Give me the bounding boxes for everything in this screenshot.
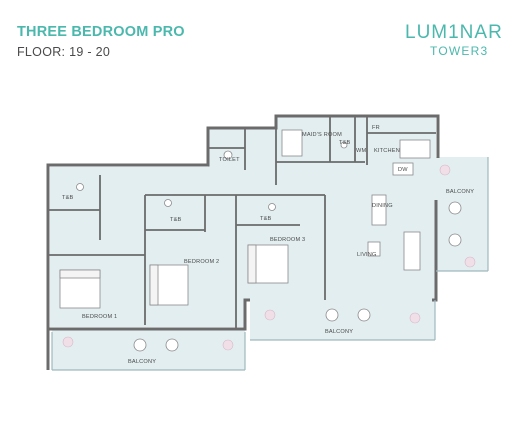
label-toilet: TOILET	[219, 157, 240, 163]
plan-title: THREE BEDROOM PRO	[17, 24, 185, 40]
label-kitchen: KITCHEN	[374, 148, 400, 154]
maid-bed-icon	[281, 129, 303, 157]
outer-wall-south-west	[48, 298, 250, 331]
label-fr: FR	[372, 125, 380, 131]
plant-1-icon	[62, 336, 74, 348]
plant-5-icon	[439, 164, 451, 176]
label-tb-maid: T&B	[339, 140, 351, 146]
kitchen-counter-icon	[399, 139, 431, 159]
bottom-balcony-chair-1-icon	[133, 338, 147, 352]
dining-table-icon	[371, 194, 387, 226]
plant-4-icon	[409, 312, 421, 324]
tb2-fixture-icon	[164, 199, 172, 207]
label-dw: DW	[398, 167, 408, 173]
plant-3-icon	[264, 309, 276, 321]
label-bedroom-3: BEDROOM 3	[270, 237, 305, 243]
label-tb-2: T&B	[170, 217, 182, 223]
right-balcony-floor	[436, 157, 488, 271]
maid-tb-fixture-icon	[340, 141, 348, 149]
tb1-fixture-icon	[76, 183, 84, 191]
outer-walls	[46, 114, 440, 370]
logo-sub: TOWER3	[430, 44, 489, 58]
glazing	[51, 157, 489, 371]
label-bedroom-2: BEDROOM 2	[184, 259, 219, 265]
logo-brand: LUM1NAR	[405, 22, 503, 43]
right-balcony-chair-2-icon	[448, 233, 462, 247]
label-balcony-right: BALCONY	[446, 189, 474, 195]
floor-label: FLOOR: 19 - 20	[17, 45, 111, 59]
plant-6-icon	[464, 256, 476, 268]
dishwasher-icon	[392, 162, 414, 176]
label-maids-room: MAID'S ROOM	[302, 132, 342, 138]
interior-walls	[48, 117, 436, 329]
toilet-block-floor	[208, 128, 276, 190]
tb3-fixture-icon	[268, 203, 276, 211]
outer-wall-top	[46, 114, 440, 370]
furniture	[59, 129, 462, 352]
plant-2-icon	[222, 339, 234, 351]
label-tb-1: T&B	[62, 195, 74, 201]
sofa-icon	[403, 231, 421, 271]
bed-1-pillows-icon	[59, 269, 101, 279]
label-balcony-bottom: BALCONY	[128, 359, 156, 365]
bottom-balcony-floor	[52, 330, 245, 370]
label-bedroom-1: BEDROOM 1	[82, 314, 117, 320]
label-living: LIVING	[357, 252, 377, 258]
mid-balcony-floor	[250, 300, 435, 340]
coffee-table-icon	[367, 241, 381, 257]
label-wm: WM	[356, 148, 366, 154]
label-tb-3: T&B	[260, 216, 272, 222]
luminar-logo: LUM1NAR TOWER3	[405, 22, 515, 58]
mid-balcony-chair-2-icon	[357, 308, 371, 322]
label-dining: DINING	[372, 203, 393, 209]
toilet-fixture-icon	[223, 150, 233, 160]
room-labels: MAID'S ROOM FR T&B WM KITCHEN DW TOILET …	[62, 125, 474, 365]
outer-wall-east	[432, 200, 438, 302]
bottom-balcony-chair-2-icon	[165, 338, 179, 352]
plants	[62, 164, 476, 351]
bed-2-pillows-icon	[149, 264, 159, 306]
mid-balcony-chair-1-icon	[325, 308, 339, 322]
bed-3-pillows-icon	[247, 244, 257, 284]
right-balcony-chair-1-icon	[448, 201, 462, 215]
label-balcony-middle: BALCONY	[325, 329, 353, 335]
